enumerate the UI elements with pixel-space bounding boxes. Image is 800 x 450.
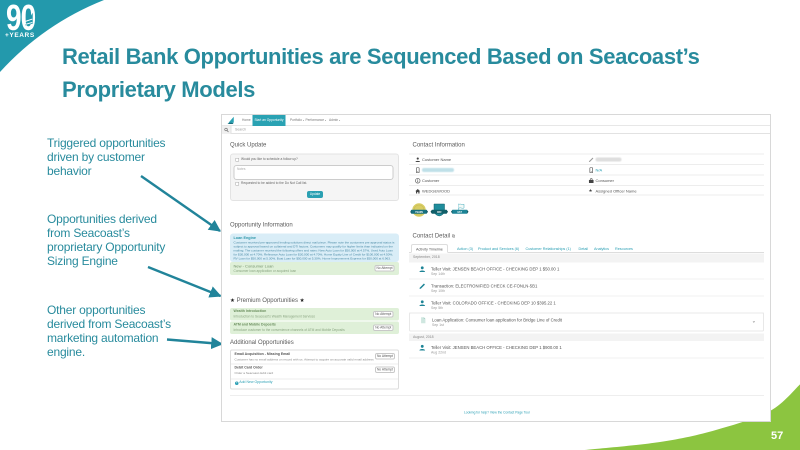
svg-text:YEARS: YEARS: [415, 211, 423, 214]
svg-text:EST: EST: [458, 212, 463, 214]
svg-text:CRF: CRF: [437, 212, 442, 214]
